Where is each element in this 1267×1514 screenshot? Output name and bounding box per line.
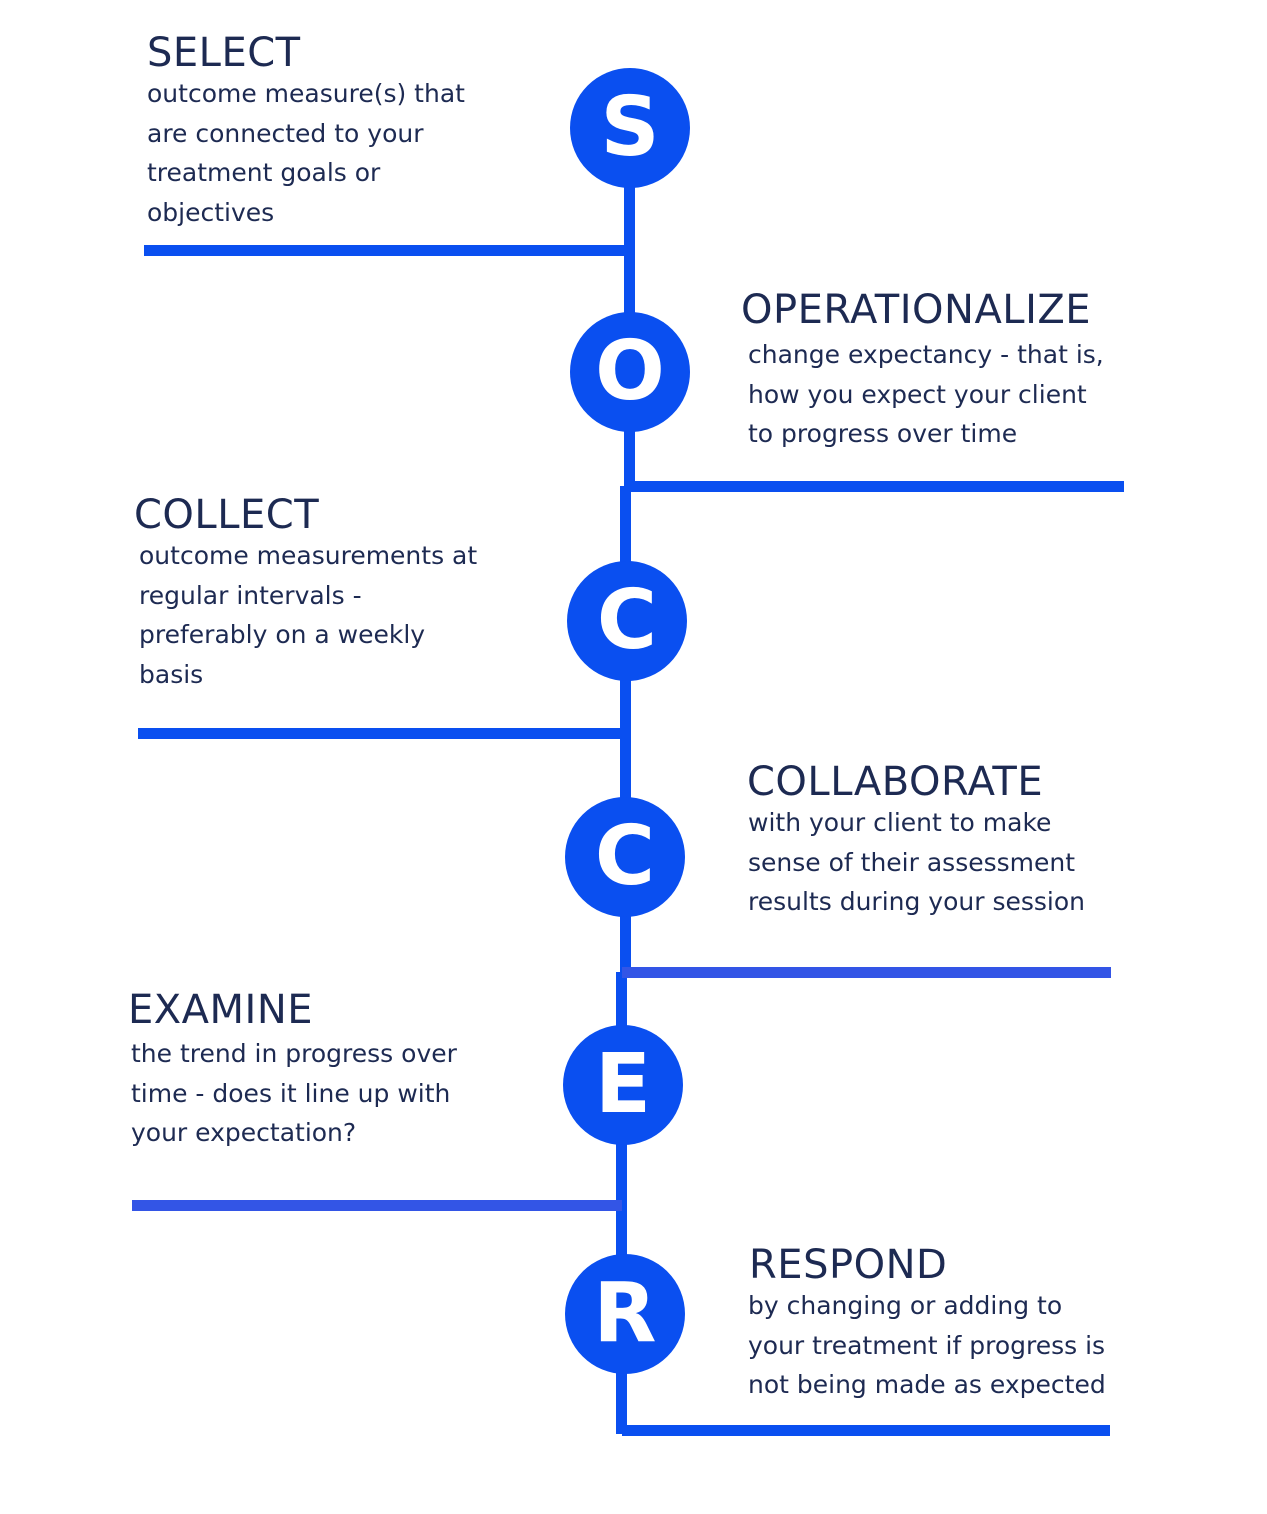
step-title-operationalize: OPERATIONALIZE	[741, 287, 1092, 333]
divider-select	[144, 245, 630, 256]
step-title-collect: COLLECT	[134, 492, 320, 538]
step-desc-examine: the trend in progress over time - does i…	[131, 1039, 457, 1147]
step-title-select: SELECT	[147, 30, 301, 76]
divider-examine	[132, 1200, 622, 1211]
letter-badge-c2: C	[565, 797, 685, 917]
step-desc-collect: outcome measurements at regular interval…	[139, 541, 478, 689]
letter-badge-c1: C	[567, 561, 687, 681]
letter-badge-r: R	[565, 1254, 685, 1374]
step-desc-respond: by changing or adding to your treatment …	[748, 1291, 1106, 1399]
divider-operationalize	[628, 481, 1124, 492]
step-desc-operationalize: change expectancy - that is, how you exp…	[748, 340, 1104, 448]
divider-collaborate	[622, 967, 1111, 978]
letter-badge-s: S	[570, 68, 690, 188]
step-desc-select: outcome measure(s) that are connected to…	[147, 79, 465, 227]
divider-collect	[138, 728, 626, 739]
letter-badge-e: E	[563, 1025, 683, 1145]
step-title-respond: RESPOND	[749, 1242, 948, 1288]
step-title-examine: EXAMINE	[128, 987, 314, 1033]
step-desc-collaborate: with your client to make sense of their …	[748, 808, 1085, 916]
divider-respond	[622, 1425, 1110, 1436]
step-title-collaborate: COLLABORATE	[747, 759, 1044, 805]
letter-badge-o: O	[570, 312, 690, 432]
